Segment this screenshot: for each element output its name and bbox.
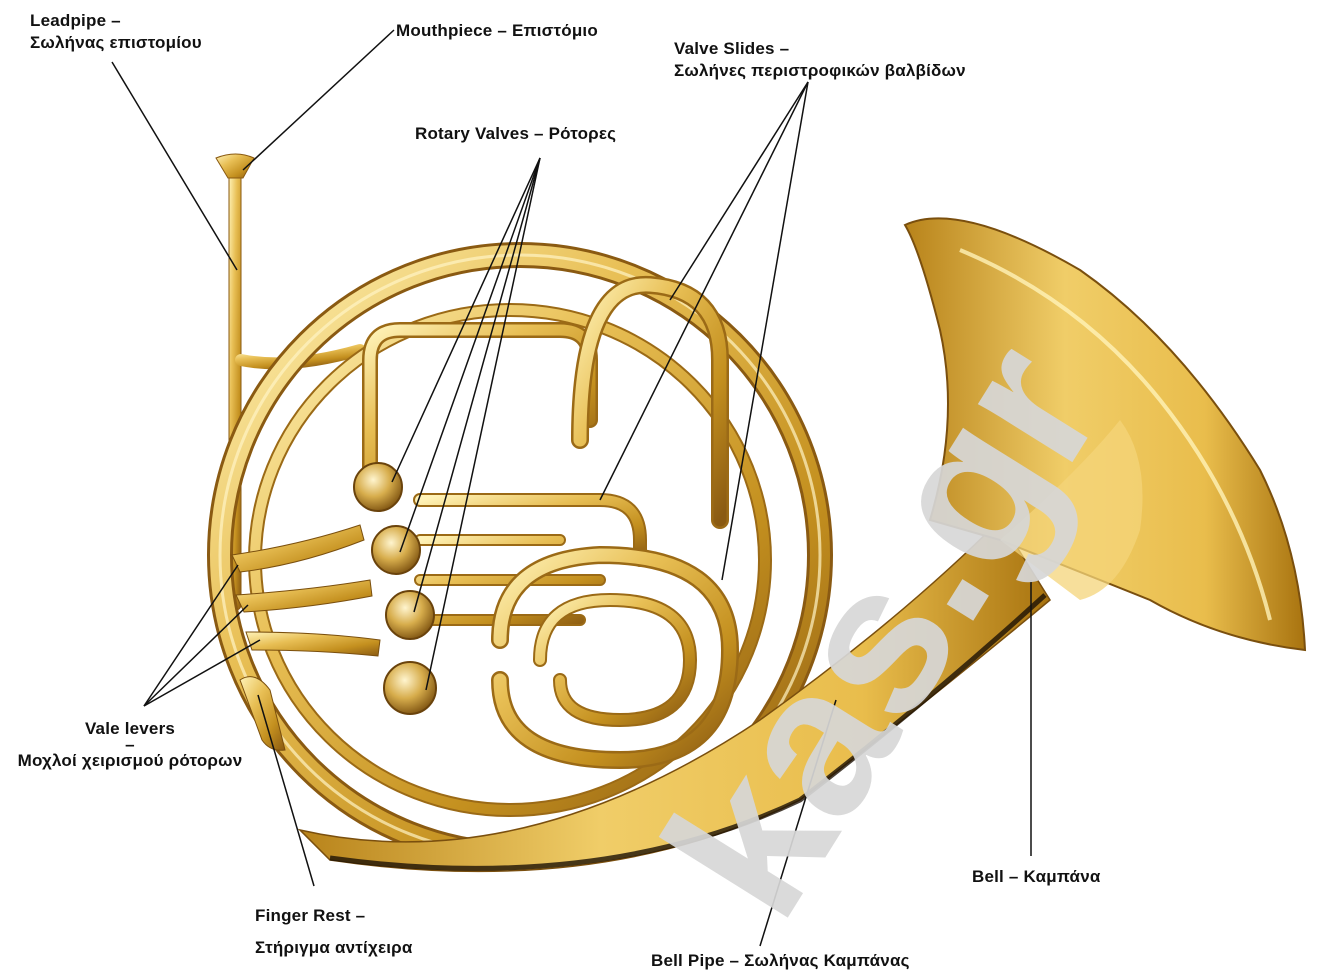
label-vale-levers-en: Vale levers [0,718,260,740]
label-leadpipe: Leadpipe – Σωλήνας επιστομίου [30,10,202,54]
leader-rotary-1 [392,158,540,482]
label-mouthpiece: Mouthpiece – Επιστόμιο [396,20,598,42]
watermark: kas.gr [619,305,1146,954]
label-valve-slides-gr: Σωλήνες περιστροφικών βαλβίδων [674,60,966,82]
label-rotary-valves-text: Rotary Valves – Ρότορες [415,123,616,145]
label-leadpipe-gr: Σωλήνας επιστομίου [30,32,202,54]
label-finger-rest: Finger Rest – Στήριγμα αντίχειρα [255,900,413,964]
label-vale-levers: Vale levers – Μοχλοί χειρισμού ρότορων [0,718,260,772]
label-valve-slides-en: Valve Slides – [674,38,966,60]
label-bell-pipe: Bell Pipe – Σωλήνας Καμπάνας [651,950,910,972]
label-finger-rest-en: Finger Rest – [255,900,413,932]
label-vale-levers-gr: Μοχλοί χειρισμού ρότορων [0,750,260,772]
label-vale-levers-dash: – [0,740,260,750]
leader-mouthpiece [243,30,394,170]
label-bell: Bell – Καμπάνα [972,866,1101,888]
watermark-text: kas.gr [619,305,1146,954]
leader-leadpipe [112,62,237,270]
leader-rotary-2 [400,158,540,552]
leader-rotary-4 [426,158,540,690]
label-bell-text: Bell – Καμπάνα [972,866,1101,888]
label-bell-pipe-text: Bell Pipe – Σωλήνας Καμπάνας [651,950,910,972]
leader-valve-slide-1 [670,82,808,300]
label-finger-rest-gr: Στήριγμα αντίχειρα [255,932,413,964]
label-valve-slides: Valve Slides – Σωλήνες περιστροφικών βαλ… [674,38,966,82]
label-rotary-valves: Rotary Valves – Ρότορες [415,123,616,145]
label-mouthpiece-text: Mouthpiece – Επιστόμιο [396,20,598,42]
label-leadpipe-en: Leadpipe – [30,10,202,32]
